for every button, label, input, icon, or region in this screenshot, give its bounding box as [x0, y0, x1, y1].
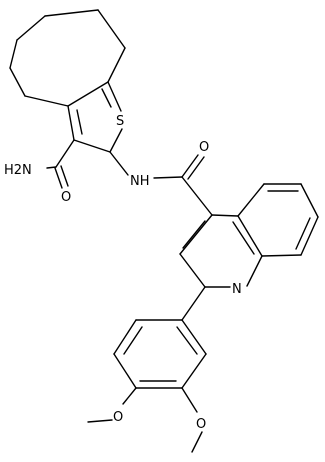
bond	[9, 39, 18, 69]
bond	[73, 139, 111, 153]
bond	[211, 214, 239, 217]
bond	[60, 165, 69, 187]
bond	[181, 319, 207, 355]
dimethoxyphenyl-ring	[113, 286, 207, 389]
amide-oxygen-label: O	[61, 190, 71, 205]
bond	[246, 255, 263, 287]
bond	[67, 81, 109, 107]
bond	[24, 95, 69, 107]
quinoline-benzo-ring	[237, 183, 319, 257]
bond	[122, 387, 137, 405]
bond	[181, 154, 199, 178]
bond	[107, 47, 126, 83]
bond	[87, 419, 113, 423]
bond	[113, 353, 137, 389]
bond	[16, 15, 46, 41]
bond	[237, 183, 265, 217]
primary-amide-group	[46, 139, 75, 189]
amide-nh2-label: H2N	[4, 163, 32, 178]
bond	[97, 9, 126, 49]
bond	[101, 88, 112, 108]
bond	[54, 167, 63, 189]
bond	[179, 214, 213, 255]
methoxy-oxygen-label: O	[196, 417, 206, 432]
amide-carbonyl-oxygen-label: O	[199, 140, 209, 155]
amide-linker	[109, 151, 213, 216]
bond	[261, 254, 302, 257]
bond	[46, 166, 57, 169]
bond	[300, 216, 319, 256]
bond	[181, 176, 213, 216]
bond	[181, 286, 206, 321]
bond	[300, 183, 319, 218]
bond	[109, 128, 123, 153]
methoxy-groups	[87, 387, 203, 453]
bond	[123, 326, 143, 355]
amide-nh-label: NH	[130, 174, 150, 189]
bond	[55, 139, 75, 168]
bond	[153, 176, 183, 179]
bond	[187, 156, 205, 180]
quinoline-pyridine-ring	[179, 214, 263, 288]
bond	[182, 220, 206, 249]
atom-labels: H2N O S NH O N O O	[4, 114, 242, 432]
bond	[232, 221, 255, 255]
bond	[76, 109, 83, 135]
bond	[181, 353, 207, 389]
bond	[67, 105, 75, 141]
thiophene-ring	[67, 81, 123, 153]
bond	[181, 387, 198, 413]
bond	[113, 319, 137, 355]
methoxy-oxygen-label: O	[113, 410, 123, 425]
bond	[109, 151, 129, 176]
bond	[107, 81, 122, 112]
quinoline-nitrogen-label: N	[232, 282, 242, 297]
bond	[295, 217, 311, 250]
bond	[179, 253, 206, 288]
bond	[191, 431, 203, 453]
bond	[44, 9, 99, 17]
cyclooctane-ring	[9, 9, 126, 107]
bond	[176, 326, 198, 355]
bond	[9, 67, 26, 97]
thiophene-sulfur-label: S	[116, 114, 124, 129]
bond	[237, 215, 263, 257]
